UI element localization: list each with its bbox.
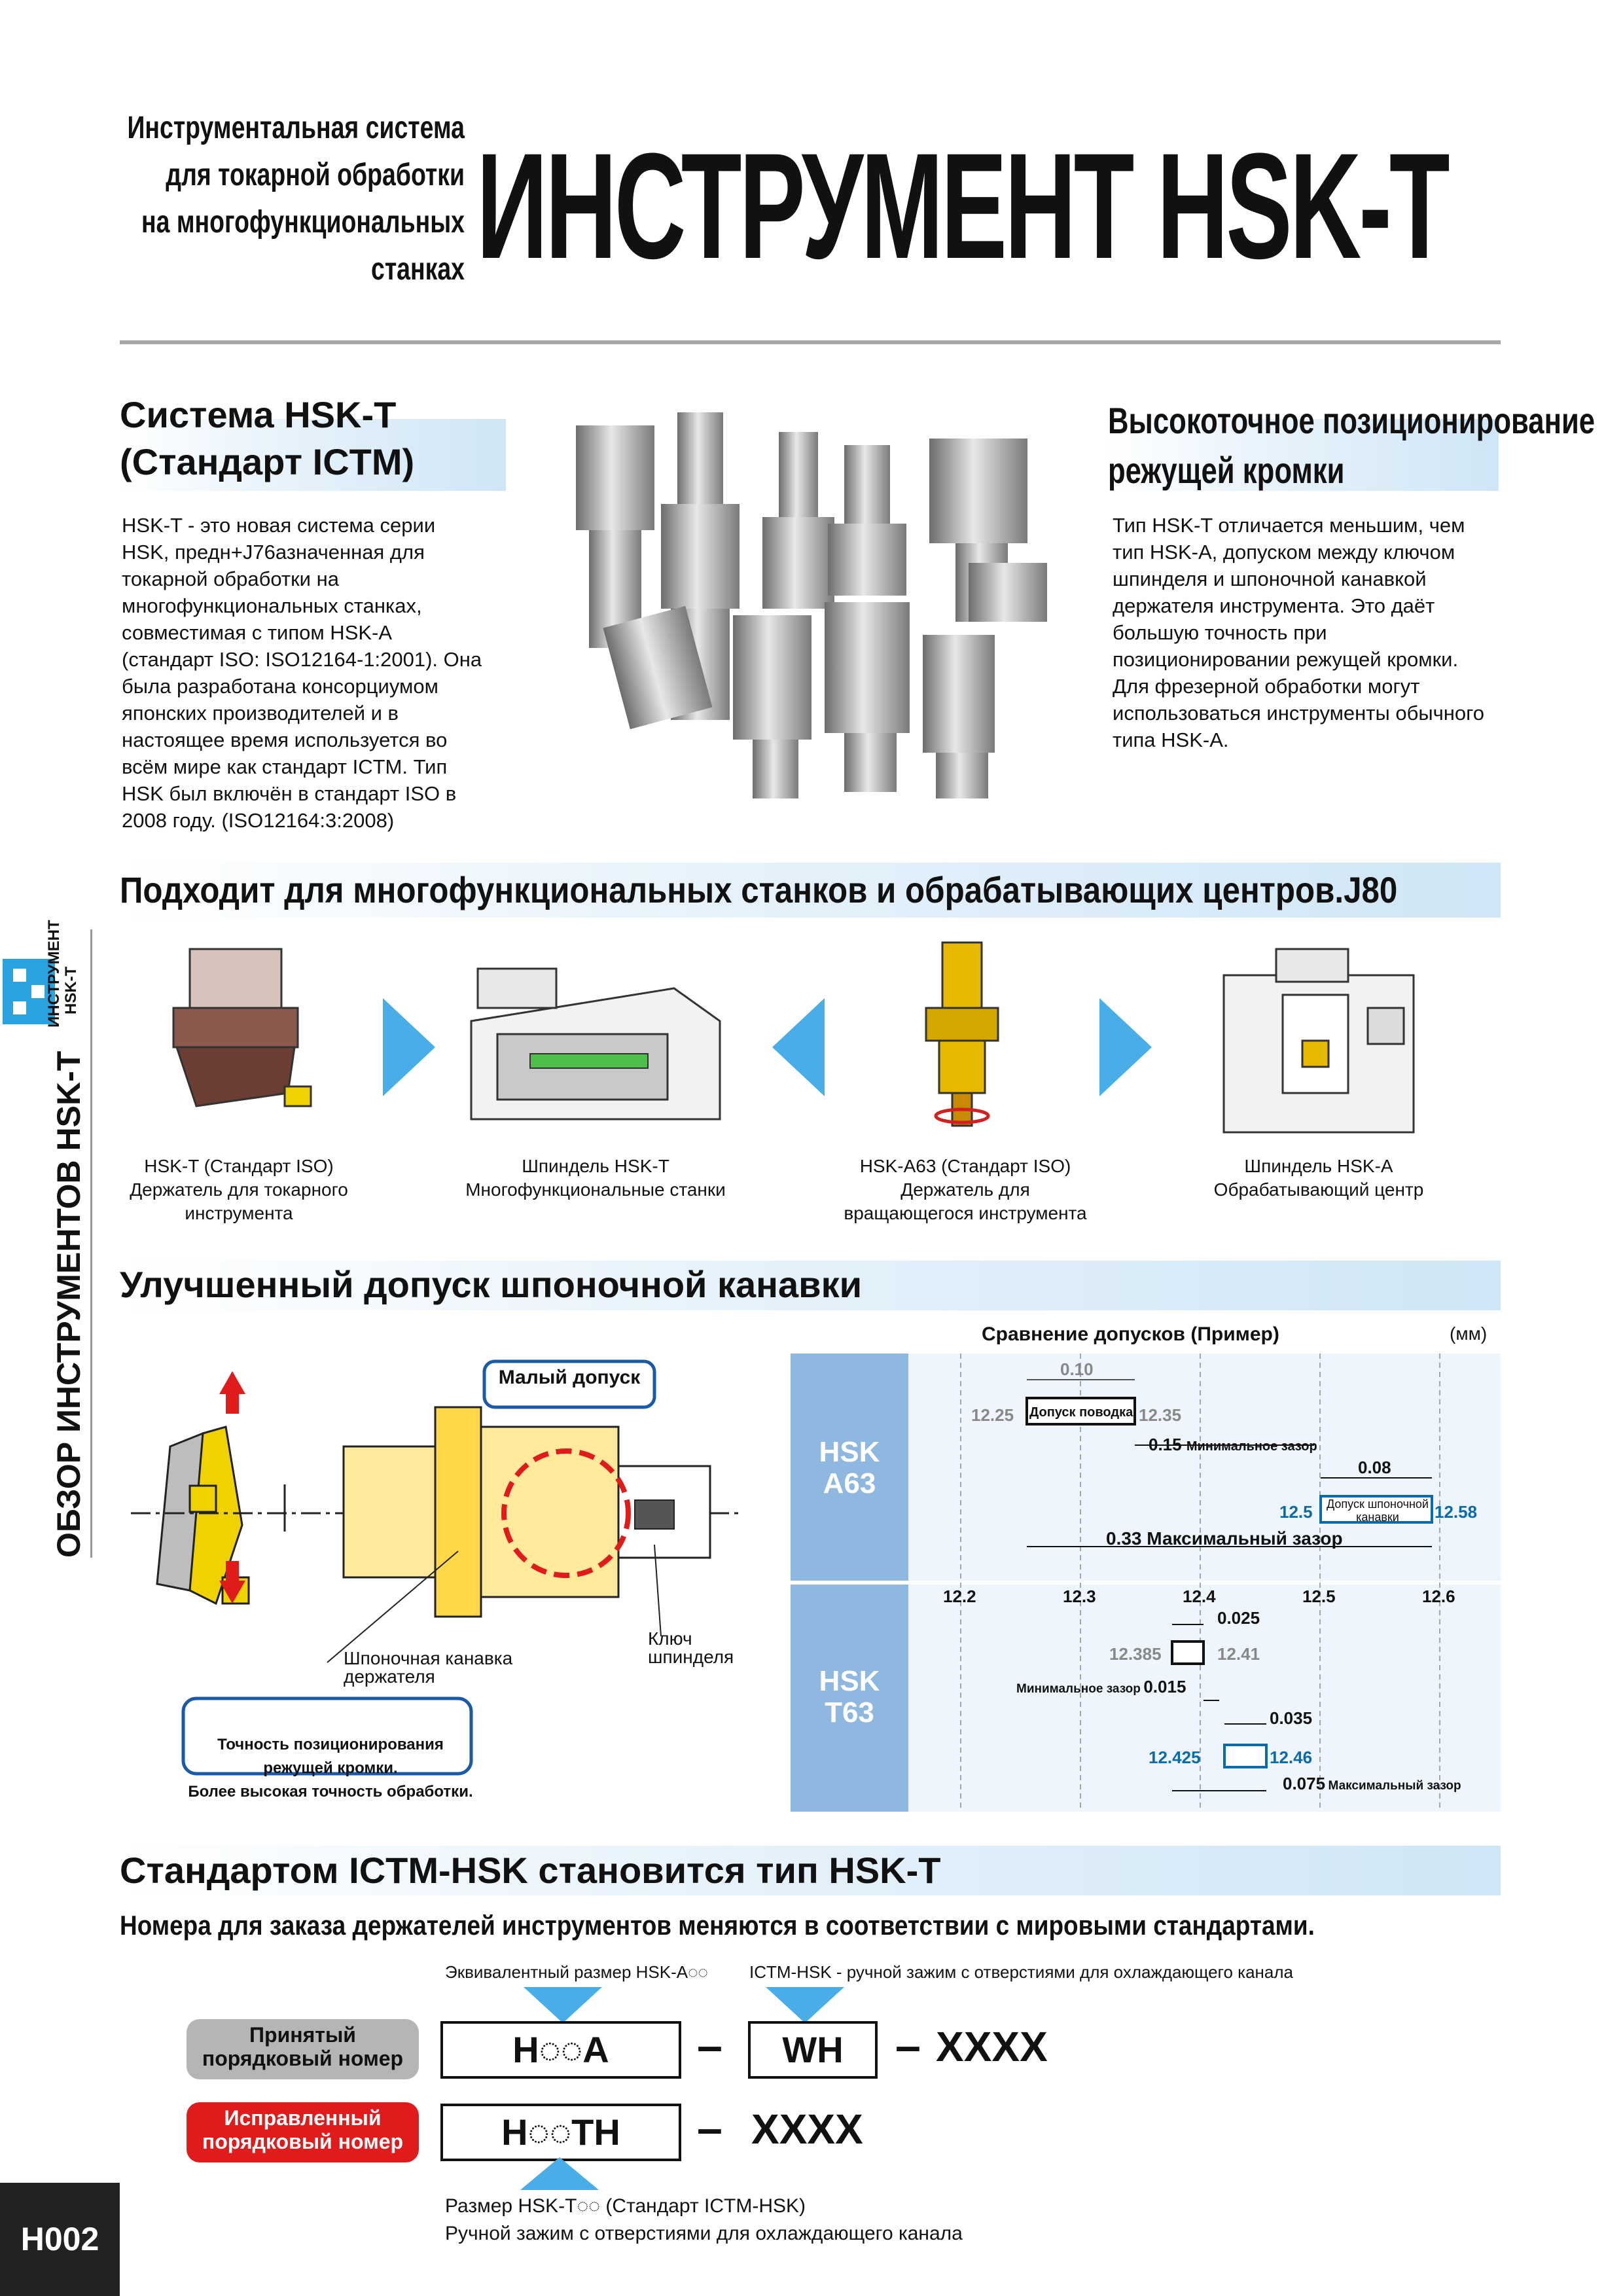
page-number: H002	[0, 2183, 120, 2296]
bottom-note: Размер HSK-T◌◌ (Стандарт ICTM-HSK) Ручно…	[445, 2195, 963, 2244]
equiv-size-label: Эквивалентный размер HSK-A◌◌	[445, 1962, 708, 1982]
section5-title: Стандартом ICTM-HSK становится тип HSK-T	[120, 1850, 941, 1891]
axis-tick: 12.2	[943, 1587, 976, 1606]
rotating-holder-illustration	[925, 941, 999, 1127]
logo-text: HSK-T	[62, 966, 80, 1014]
logo-text: ИНСТРУМЕНТ	[45, 920, 63, 1028]
hsk-logo-icon	[0, 929, 92, 1050]
new-code-box: H◌◌TH	[440, 2104, 681, 2161]
down-arrow-icon	[524, 1987, 602, 2023]
axis-tick: 12.6	[1422, 1587, 1455, 1606]
side-logo	[0, 929, 92, 1050]
section5-subtitle: Номера для заказа держателей инструменто…	[120, 1910, 1315, 1941]
axis-tick: 12.4	[1183, 1587, 1216, 1606]
t-max-gap: 0.075 Максимальный зазор	[1283, 1774, 1461, 1793]
down-arrow-icon	[766, 1987, 844, 2023]
section4-band	[120, 1261, 1501, 1310]
subtitle-line: станках	[371, 252, 465, 287]
callout-small-tolerance: Малый допуск	[498, 1367, 641, 1388]
caption-hsk-a63-holder: HSK-A63 (Стандарт ISO) Держатель для вра…	[844, 1156, 1087, 1223]
a-low-label: 12.25	[971, 1405, 1014, 1425]
t-key-low: 12.425	[1149, 1748, 1201, 1767]
tool-holders-image	[576, 412, 1047, 798]
row-label-hsk-a63: HSK A63	[819, 1436, 880, 1499]
old-code-box: H◌◌A	[440, 2021, 681, 2079]
tolerance-chart-svg	[791, 1354, 1501, 1812]
header-divider	[120, 340, 1501, 344]
accepted-number-label: Принятый порядковый номер	[187, 2019, 419, 2079]
dash: –	[895, 2020, 921, 2071]
up-arrow-icon	[520, 2157, 599, 2190]
revised-number-label: Исправленный порядковый номер	[187, 2102, 419, 2162]
t-min-gap: Минимальное зазор 0.015	[1016, 1677, 1186, 1696]
chart-unit: (мм)	[1450, 1323, 1488, 1344]
section1-band	[120, 419, 506, 491]
tolerance-chart	[791, 1354, 1501, 1812]
keyway-diagram	[111, 1329, 740, 1813]
a-high-label: 12.35	[1139, 1405, 1182, 1425]
caption-hsk-t-holder: HSK-T (Стандарт ISO) Держатель для токар…	[130, 1156, 348, 1223]
old-code-suffix: XXXX	[936, 2023, 1048, 2070]
arrow-right-icon	[1099, 998, 1152, 1096]
label-spindle-key: Ключ шпинделя	[648, 1628, 734, 1667]
section2-band	[1106, 419, 1499, 491]
row-label-hsk-t63: HSK T63	[819, 1665, 880, 1729]
accuracy-note: Точность позиционирования режущей кромки…	[188, 1736, 473, 1801]
side-vertical-label: ОБЗОР ИНСТРУМЕНТОВ HSK-T	[50, 1050, 87, 1558]
section3-band	[120, 863, 1501, 918]
new-code-suffix: XXXX	[751, 2106, 863, 2153]
section3-title: Подходит для многофункциональных станков…	[120, 869, 1398, 910]
header-subtitle: Инструментальная система для токарной об…	[0, 105, 465, 293]
axis-tick: 12.3	[1063, 1587, 1096, 1606]
subtitle-line: для токарной обработки	[166, 158, 465, 192]
a-keyway-tolerance-label: Допуск шпоночной канавки	[1327, 1498, 1429, 1524]
lathe-illustration	[470, 967, 721, 1121]
multifunction-machine-image	[458, 956, 733, 1139]
ictm-label: ICTM-HSK - ручной зажим с отверстиями дл…	[749, 1962, 1294, 1982]
t-key-high: 12.46	[1270, 1748, 1313, 1767]
arrow-left-icon	[772, 998, 825, 1096]
section1-text: HSK-T - это новая система серии HSK, пре…	[122, 514, 482, 832]
dash: –	[697, 2020, 722, 2071]
hsk-t-holder-image	[157, 942, 314, 1126]
arrow-right-icon	[383, 998, 435, 1096]
product-photo	[537, 386, 1060, 831]
a-max-gap: 0.33 Максимальный зазор	[1106, 1528, 1343, 1549]
dash: –	[697, 2102, 722, 2153]
a-drive-tolerance-label: Допуск поводка	[1029, 1405, 1133, 1420]
caption-hsk-t-spindle: Шпиндель HSK-T Многофункциональные станк…	[465, 1156, 726, 1200]
wh-code-box: WH	[748, 2021, 878, 2079]
section5-band	[120, 1846, 1501, 1895]
t-low: 12.385	[1109, 1644, 1162, 1664]
chart-title: Сравнение допусков (Пример)	[982, 1323, 1279, 1345]
page-title: ИНСТРУМЕНТ HSK-T	[476, 122, 1450, 290]
section1-title: Система HSK-T (Стандарт ICTM)	[120, 394, 415, 482]
machining-center-image	[1211, 942, 1427, 1139]
subtitle-line: на многофункциональных	[141, 205, 465, 240]
a-key-high: 12.58	[1435, 1502, 1478, 1522]
section2-title: Высокоточное позиционирование режущей кр…	[1108, 400, 1596, 491]
section4-title: Улучшенный допуск шпоночной канавки	[120, 1264, 863, 1305]
t-width: 0.025	[1217, 1608, 1260, 1628]
a-key-low: 12.5	[1279, 1502, 1313, 1522]
section2-text: Тип HSK-T отличается меньшим, чем тип HS…	[1113, 514, 1485, 751]
a-key-width: 0.08	[1358, 1458, 1391, 1477]
t-key-width: 0.035	[1270, 1708, 1313, 1728]
holder-illustration	[172, 948, 312, 1107]
caption-hsk-a-spindle: Шпиндель HSK-A Обрабатывающий центр	[1213, 1156, 1424, 1200]
keyway-illustration	[131, 1359, 740, 1776]
t-high: 12.41	[1217, 1644, 1260, 1664]
axis-tick: 12.5	[1302, 1587, 1336, 1606]
subtitle-line: Инструментальная система	[127, 111, 465, 145]
label-holder-keyway: Шпоночная канавка держателя	[344, 1648, 513, 1687]
machining-center-illustration	[1222, 948, 1415, 1134]
a-min-gap: 0.15 Минимальное зазор	[1149, 1435, 1317, 1454]
a-width-label: 0.10	[1060, 1359, 1094, 1379]
hsk-a63-holder-image	[916, 936, 1008, 1132]
side-line	[90, 929, 92, 1558]
